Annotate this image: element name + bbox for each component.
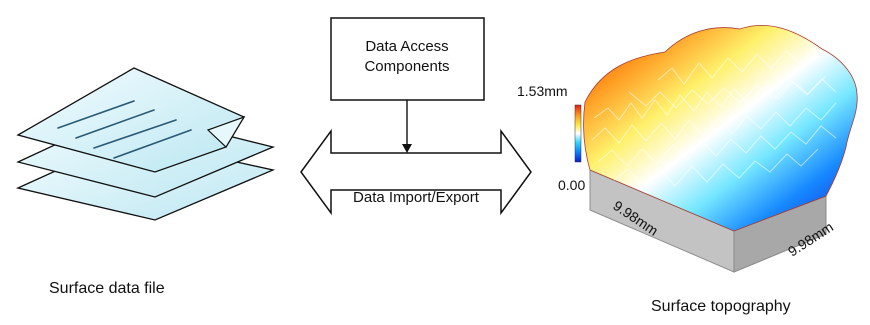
- data-access-label-line2: Components: [364, 58, 449, 75]
- colorbar-max-label: 1.53mm: [517, 83, 568, 99]
- surface-data-file-icon: [15, 67, 276, 221]
- file-text-lines: [57, 100, 192, 159]
- data-access-label-line1: Data Access: [365, 38, 448, 55]
- surface-texture: [591, 46, 837, 187]
- colorbar: [574, 104, 582, 163]
- data-access-box: [330, 17, 485, 101]
- surface-topography-plot: [583, 25, 858, 273]
- colorbar-min-label: 0.00: [558, 177, 585, 193]
- surface-topography-caption: Surface topography: [651, 298, 791, 315]
- surface-data-file-caption: Surface data file: [49, 280, 165, 297]
- connector-arrowhead: [402, 144, 412, 153]
- import-export-label: Data Import/Export: [353, 189, 480, 206]
- surface-top: [583, 25, 858, 232]
- import-export-arrow: [300, 128, 532, 216]
- file-corner-fold: [206, 115, 246, 148]
